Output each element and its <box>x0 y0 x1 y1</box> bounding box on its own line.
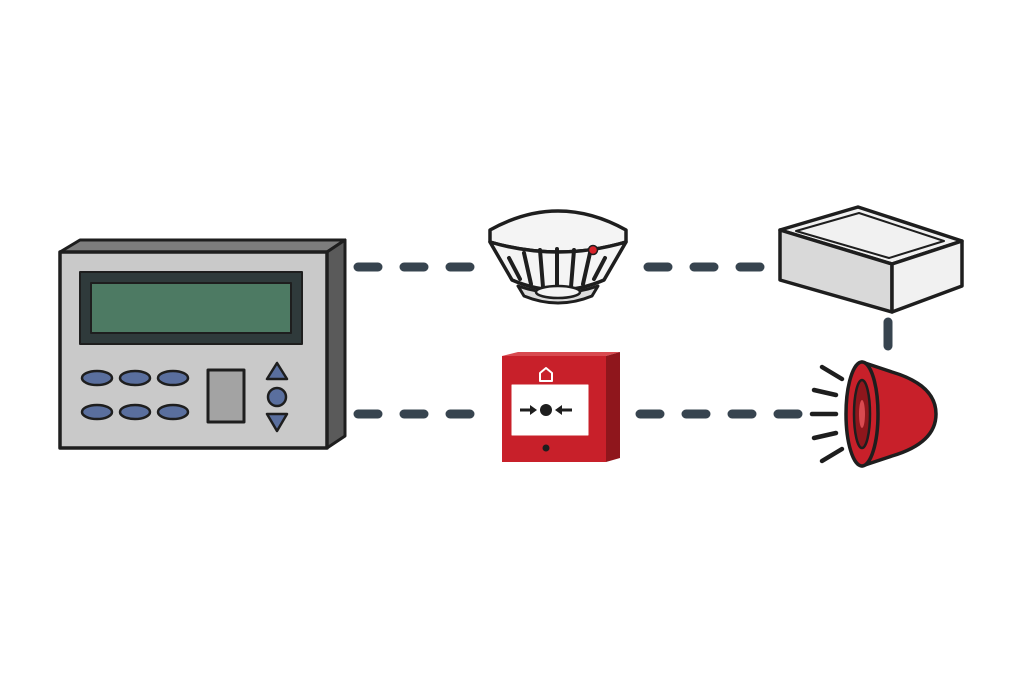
keypad-button <box>118 369 152 387</box>
call-point-top <box>502 352 620 356</box>
keypad-button <box>156 369 190 387</box>
select-button-icon <box>266 386 288 408</box>
arrow-up-icon <box>265 361 289 381</box>
keypad-button <box>80 369 114 387</box>
sounder-horn-highlight <box>859 400 865 428</box>
connections <box>353 262 893 419</box>
keypad-button <box>156 403 190 421</box>
panel-top <box>58 238 347 254</box>
junction-box-icon <box>778 205 964 314</box>
detector-vents <box>507 247 607 290</box>
manual-call-point-icon <box>502 352 620 462</box>
sound-waves <box>809 364 845 464</box>
box-lid-inset <box>795 212 945 259</box>
keypad-button <box>80 403 114 421</box>
sounder-body <box>860 360 938 468</box>
fire-house-icon <box>539 367 553 382</box>
smoke-detector-icon <box>488 209 628 305</box>
detector-sensor <box>534 284 582 300</box>
panel-keypad <box>80 369 190 421</box>
call-point-key-hole <box>542 444 550 452</box>
fire-alarm-control-panel-icon <box>58 238 347 450</box>
box-side <box>890 239 964 314</box>
panel-key-slot <box>206 368 246 424</box>
detector-led-icon <box>587 244 599 256</box>
panel-side <box>325 238 347 450</box>
panel-display-screen <box>90 282 292 334</box>
call-point-side <box>606 352 620 462</box>
keypad-button <box>118 403 152 421</box>
call-point-symbol <box>520 404 572 416</box>
arrow-down-icon <box>265 412 289 433</box>
alarm-sounder-icon <box>809 360 938 468</box>
